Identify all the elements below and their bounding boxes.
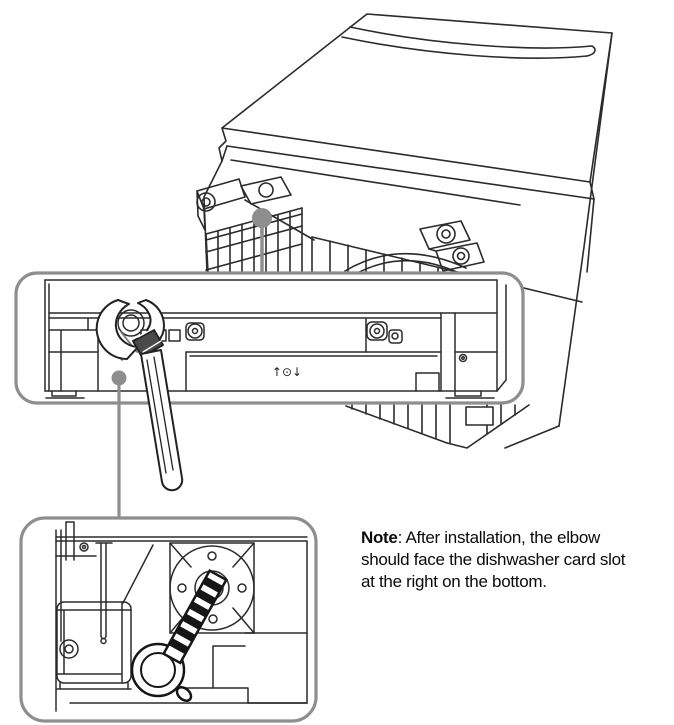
leveling-icon: ↑⊙↓ [272,365,302,379]
note-line-3: at the right on the bottom. [361,572,547,591]
underside-callout-panel [19,516,318,723]
dishwasher-underside-view [55,521,308,712]
note-line-2: should face the dishwasher card slot [361,550,626,569]
hose-loop [130,642,186,698]
drain-elbow [130,568,228,702]
callout-dot-top [252,208,272,228]
note-text: Note: After installation, the elbow shou… [361,527,661,593]
note-label: Note [361,528,398,547]
hose-mouth [175,686,193,702]
dishwasher-isometric-drawing [196,13,613,449]
callout-dot-front [111,370,127,386]
wrench [95,299,184,492]
note-line-1: Note: After installation, the elbow [361,528,600,547]
front-bottom-callout-panel: ↑⊙↓ [14,271,525,405]
